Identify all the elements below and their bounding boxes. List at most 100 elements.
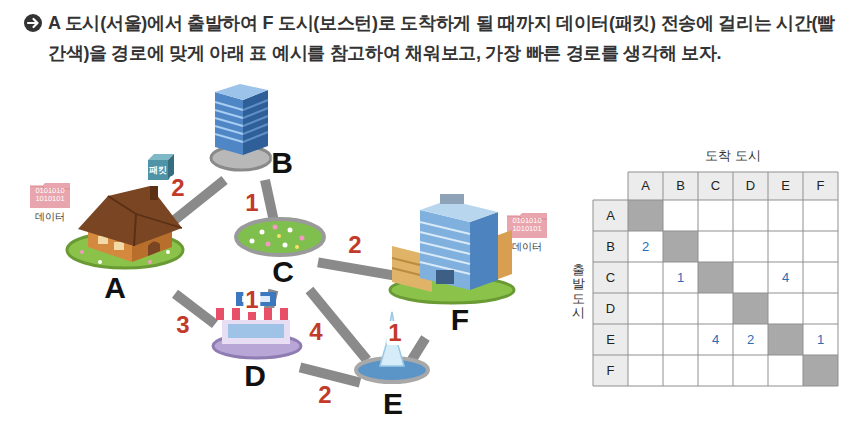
label-holder: B (676, 179, 685, 194)
table-cell: 2 (747, 332, 754, 347)
label-holder: D (606, 301, 615, 316)
packet-label: 패킷 (149, 165, 167, 175)
fountain-illustration (380, 312, 404, 366)
city-letter: B (271, 148, 293, 178)
table-grid (593, 293, 838, 294)
edge-weight: 1 (243, 191, 260, 215)
table-header: D (606, 301, 615, 316)
road-connector (412, 338, 426, 360)
label-holder: A (641, 179, 650, 194)
table-grid (768, 324, 803, 355)
shop-illustration (228, 324, 284, 338)
office-illustration (420, 252, 470, 264)
tower-illustration (215, 110, 243, 118)
house-illustration (98, 260, 102, 264)
label-holder: D (746, 179, 755, 194)
table-grid (593, 172, 838, 386)
city-letter: D (244, 361, 266, 391)
shop-illustration (224, 308, 232, 320)
data-folder-icon (507, 213, 547, 238)
table-header: A (641, 179, 650, 194)
table-grid (663, 172, 664, 386)
edge-weight: 2 (316, 383, 333, 407)
weight-holder: 2 (316, 383, 333, 407)
office-illustration (420, 210, 470, 290)
house-illustration (166, 250, 170, 254)
weight-holder: 1 (243, 288, 260, 312)
table-grid (593, 200, 838, 201)
city-letter: E (383, 389, 403, 419)
road-connector (318, 262, 405, 277)
binary-text: 0101010 1010101 (34, 187, 66, 204)
park-illustration (288, 228, 293, 233)
house-illustration (148, 260, 152, 264)
city-node: B (220, 125, 298, 180)
table-grid (593, 231, 838, 232)
tower-illustration (211, 84, 271, 170)
table-grid (698, 262, 733, 293)
label-holder: C (606, 270, 615, 285)
tower-illustration (215, 102, 243, 110)
park-illustration (277, 234, 281, 238)
house-illustration (148, 241, 160, 256)
weight-holder: 3 (174, 313, 191, 337)
house-illustration (80, 250, 84, 254)
tower-illustration (243, 132, 268, 142)
table-cell: 4 (782, 270, 789, 285)
table-grid (663, 231, 698, 262)
label-holder: 0101010 1010101 (511, 217, 543, 234)
park-illustration (273, 225, 278, 230)
label-holder: 0101010 1010101 (34, 187, 66, 204)
park-illustration (300, 236, 305, 241)
weight-holder: 1 (386, 321, 403, 345)
table-header: C (711, 179, 720, 194)
city-node: A (80, 210, 175, 305)
data-label: 데이터 (35, 211, 65, 223)
data-folder-icon (507, 213, 547, 238)
table-grid (628, 172, 629, 386)
office-illustration (390, 194, 514, 303)
label-holder: B (606, 239, 615, 254)
city-node: D (215, 320, 300, 393)
table-side-title: 출발 도시 (572, 263, 585, 320)
city-node: C (245, 222, 318, 290)
label-holder: C (711, 179, 720, 194)
table-header: F (607, 363, 615, 378)
table-grid (698, 172, 699, 386)
heading-text: A 도시(서울)에서 출발하여 F 도시(보스턴)로 도착하게 될 때까지 데이… (48, 8, 844, 68)
park-illustration (250, 239, 255, 244)
title-box: A 도시(서울)에서 출발하여 F 도시(보스턴)로 도착하게 될 때까지 데이… (48, 8, 844, 68)
table-cell: 4 (712, 332, 719, 347)
label-holder: 출발 도시 (572, 263, 585, 320)
label-holder: 데이터 (512, 241, 542, 253)
bullet-arrow-icon (24, 14, 42, 32)
weight-holder: 4 (307, 320, 324, 344)
road-connector (265, 180, 274, 222)
edge-weight: 2 (346, 233, 363, 257)
weight-holder: 1 (243, 191, 260, 215)
table-grid (593, 324, 838, 325)
office-illustration (420, 232, 470, 244)
shop-illustration (222, 318, 290, 344)
edge-weight: 3 (174, 313, 191, 337)
office-illustration (440, 194, 464, 204)
edge-weight: 1 (386, 321, 403, 345)
table-grid (733, 293, 768, 324)
park-illustration (295, 245, 299, 249)
label-holder: 1 (817, 332, 824, 347)
packet-cube (148, 160, 168, 180)
table-grid (803, 172, 804, 386)
data-label: 데이터 (512, 241, 542, 253)
house-illustration (150, 186, 158, 200)
fountain-illustration (356, 312, 428, 382)
table-grid (733, 172, 734, 386)
park-illustration (236, 219, 324, 255)
table-header: A (606, 208, 615, 223)
label-holder: A (606, 208, 615, 223)
weight-holder: 2 (346, 233, 363, 257)
office-illustration (420, 222, 470, 234)
label-holder: 도착 도시 (705, 149, 761, 164)
label-holder: 2 (642, 239, 649, 254)
table-grid (628, 172, 838, 173)
